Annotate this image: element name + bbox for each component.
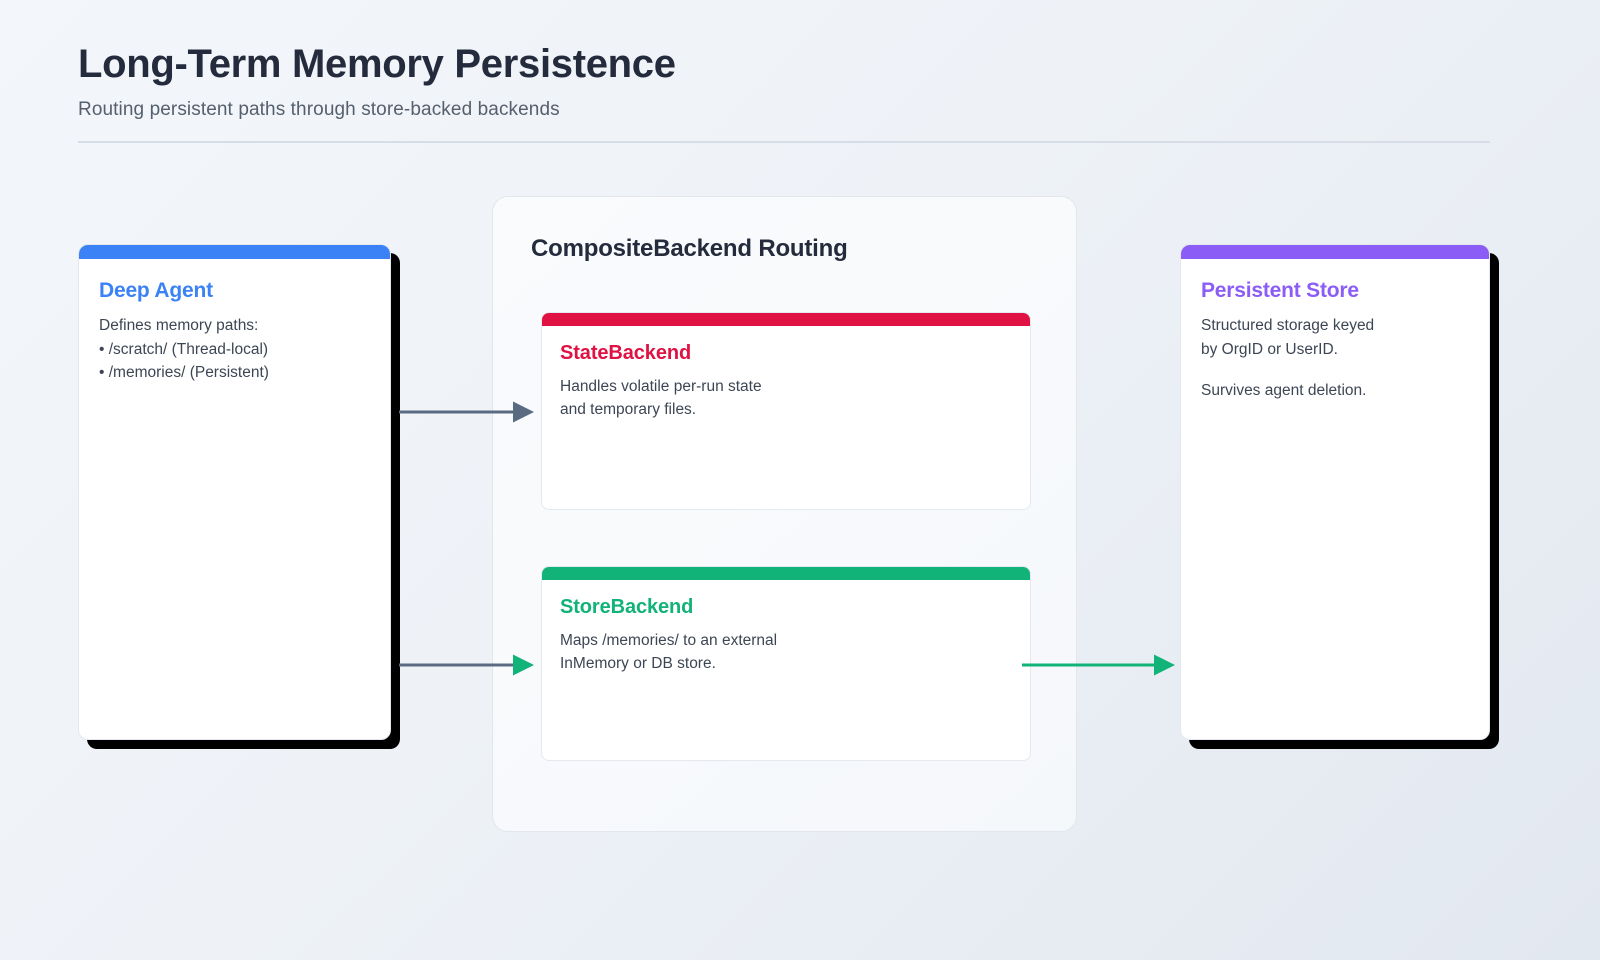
state-backend-description: Handles volatile per-run state and tempo… [560, 378, 762, 419]
store-backend-title: StoreBackend [560, 596, 694, 618]
page-title: Long-Term Memory Persistence [78, 42, 676, 86]
persistent-store-title: Persistent Store [1201, 279, 1359, 302]
deep-agent-accent-bar [79, 245, 390, 259]
persistent-store-description-primary: Structured storage keyed by OrgID or Use… [1201, 317, 1375, 358]
store-backend-description: Maps /memories/ to an external InMemory … [560, 632, 778, 673]
persistent-store-accent-bar [1181, 245, 1489, 259]
header-divider [78, 141, 1490, 143]
state-backend-card[interactable]: StateBackend Handles volatile per-run st… [541, 312, 1031, 510]
deep-agent-description: Defines memory paths: • /scratch/ (Threa… [99, 317, 269, 382]
persistent-store-description-secondary: Survives agent deletion. [1201, 382, 1367, 400]
page-header: Long-Term Memory Persistence Routing per… [78, 42, 1490, 143]
persistent-store-card[interactable]: Persistent Store Structured storage keye… [1180, 244, 1490, 740]
deep-agent-card[interactable]: Deep Agent Defines memory paths: • /scra… [78, 244, 391, 740]
store-backend-accent-bar [542, 567, 1030, 580]
composite-panel-title: CompositeBackend Routing [531, 235, 848, 262]
deep-agent-title: Deep Agent [99, 279, 213, 302]
store-backend-body: StoreBackend Maps /memories/ to an exter… [542, 580, 1030, 694]
persistent-store-body: Persistent Store Structured storage keye… [1181, 259, 1489, 421]
composite-backend-panel: CompositeBackend Routing StateBackend Ha… [492, 196, 1077, 832]
page-subtitle: Routing persistent paths through store-b… [78, 99, 560, 120]
deep-agent-body: Deep Agent Defines memory paths: • /scra… [79, 259, 390, 403]
store-backend-card[interactable]: StoreBackend Maps /memories/ to an exter… [541, 566, 1031, 761]
state-backend-accent-bar [542, 313, 1030, 326]
state-backend-title: StateBackend [560, 342, 692, 364]
state-backend-body: StateBackend Handles volatile per-run st… [542, 326, 1030, 440]
